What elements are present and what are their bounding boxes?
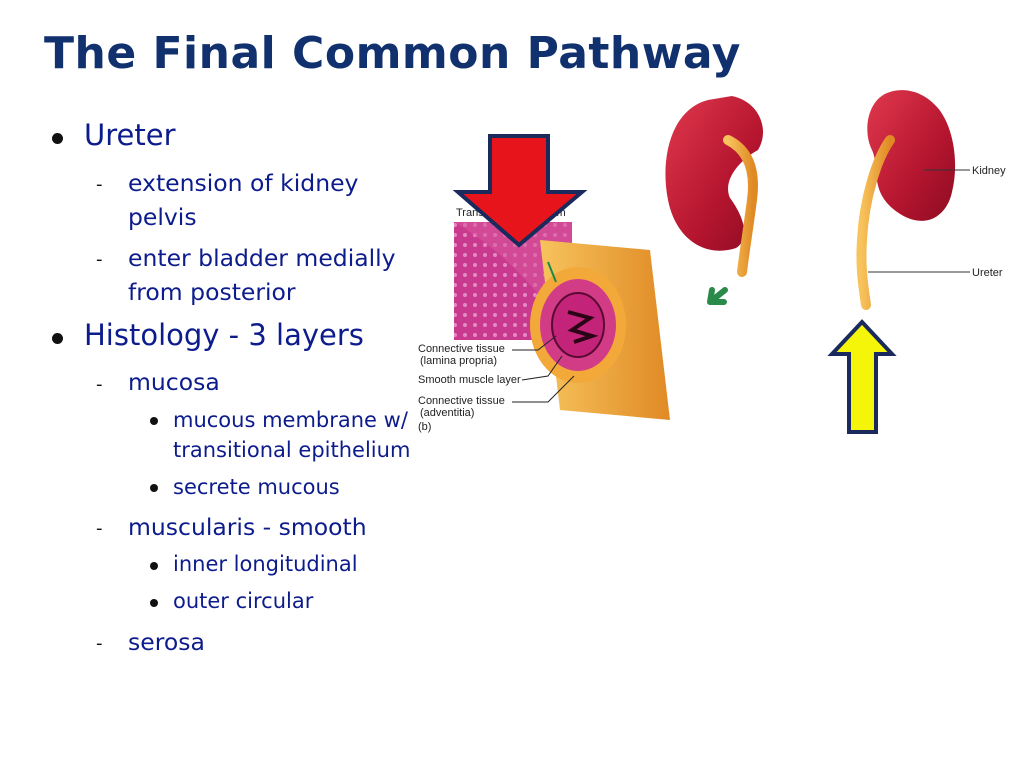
bullet-dot xyxy=(52,133,63,144)
dash-marker: - xyxy=(96,633,103,654)
lumen xyxy=(567,310,599,344)
ureter-right xyxy=(856,135,895,310)
ureter-left xyxy=(723,135,758,277)
subsub-mucous-line2: transitional epithelium xyxy=(173,438,411,462)
bullet-dot xyxy=(150,417,158,425)
dash-marker: - xyxy=(96,374,103,395)
label-pointer xyxy=(547,261,557,283)
label-ureter: Ureter xyxy=(972,267,1003,279)
subsub-inner: inner longitudinal xyxy=(173,552,358,576)
subsub-mucous-line1: mucous membrane w/ xyxy=(173,408,408,432)
sub-extension-line2: pelvis xyxy=(128,203,197,231)
sub-muscularis: muscularis - smooth xyxy=(128,513,367,541)
kidney-left-shape xyxy=(665,96,763,251)
label-adventitia: (adventitia) xyxy=(420,407,474,419)
bullet-dot xyxy=(150,599,158,607)
bullet-dot xyxy=(150,562,158,570)
dash-marker: - xyxy=(96,518,103,539)
label-panel-b: (b) xyxy=(418,421,431,433)
label-smooth-muscle: Smooth muscle layer xyxy=(418,374,521,386)
slide-title: The Final Common Pathway xyxy=(44,28,741,79)
histology-diagram xyxy=(454,222,670,420)
label-connective-tissue-1: Connective tissue xyxy=(418,343,505,355)
bullet-dot xyxy=(52,333,63,344)
kidney-right xyxy=(856,90,970,310)
sub-enter-line1: enter bladder medially xyxy=(128,244,396,272)
sub-serosa: serosa xyxy=(128,628,205,656)
sub-enter-line2: from posterior xyxy=(128,278,296,306)
red-arrow-icon xyxy=(452,134,588,248)
sub-extension-line1: extension of kidney xyxy=(128,169,359,197)
bullet-dot xyxy=(150,484,158,492)
kidney-left xyxy=(665,96,763,305)
subsub-secrete: secrete mucous xyxy=(173,475,340,499)
dash-marker: - xyxy=(96,249,103,270)
label-lamina-propria: (lamina propria) xyxy=(420,355,497,367)
kidney-right-shape xyxy=(867,90,956,221)
label-kidney: Kidney xyxy=(972,165,1006,177)
bullet-ureter: Ureter xyxy=(84,118,176,152)
green-arrow-icon xyxy=(707,287,728,305)
subsub-outer: outer circular xyxy=(173,589,314,613)
bullet-histology: Histology - 3 layers xyxy=(84,318,364,352)
sub-mucosa: mucosa xyxy=(128,368,220,396)
label-connective-tissue-2: Connective tissue xyxy=(418,395,505,407)
dash-marker: - xyxy=(96,174,103,195)
yellow-arrow-icon xyxy=(827,319,897,434)
